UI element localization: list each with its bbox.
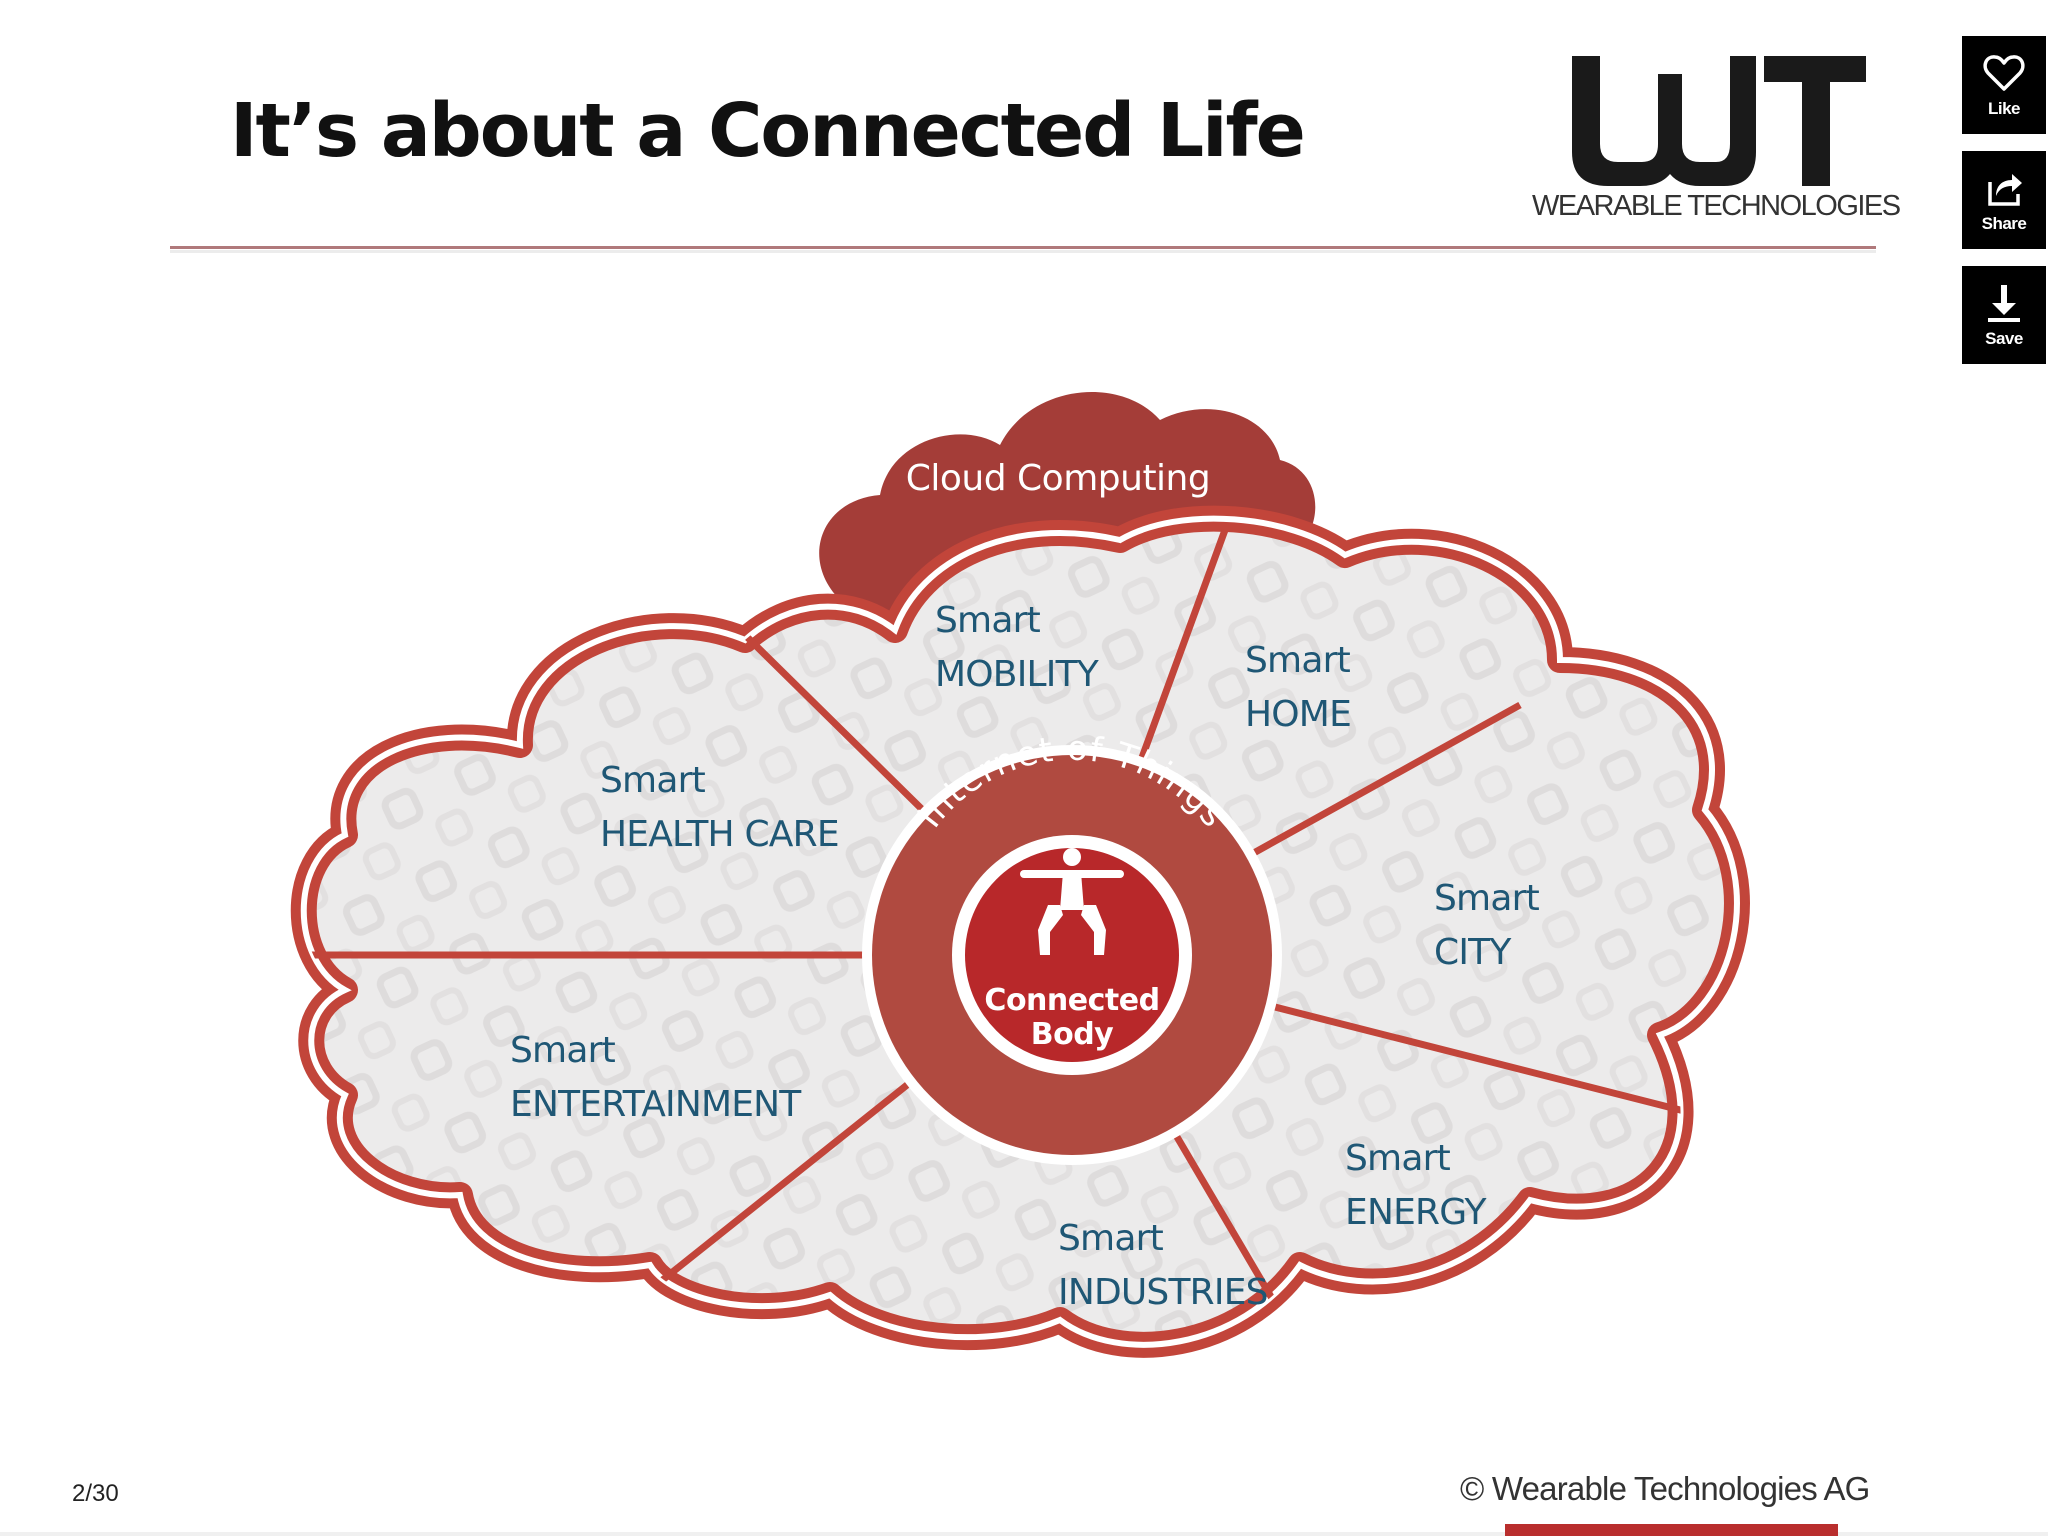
copyright-text: © Wearable Technologies AG — [1460, 1470, 1870, 1507]
segment-home-line1: Smart — [1245, 640, 1351, 681]
center-label-line1: Connected — [984, 983, 1159, 1018]
connected-body-core — [965, 848, 1179, 1062]
header-divider-shadow — [170, 250, 1876, 253]
share-button[interactable]: Share — [1962, 151, 2046, 249]
cloud-computing-label: Cloud Computing — [906, 458, 1210, 499]
segment-entertainment-line2: ENTERTAINMENT — [510, 1084, 802, 1125]
share-icon — [1988, 174, 2022, 206]
segment-industries-line1: Smart — [1058, 1218, 1164, 1259]
segment-city-line2: CITY — [1434, 932, 1512, 973]
segment-industries-line2: INDUSTRIES — [1058, 1272, 1268, 1313]
segment-mobility-line1: Smart — [935, 600, 1041, 641]
share-label: Share — [1981, 214, 2027, 233]
slide-title: It’s about a Connected Life — [230, 88, 1306, 174]
segment-mobility-line2: MOBILITY — [935, 654, 1100, 695]
like-label: Like — [1987, 99, 2021, 118]
segment-healthcare-line1: Smart — [600, 760, 706, 801]
heart-icon — [1983, 55, 2025, 91]
center-label-line2: Body — [1031, 1017, 1114, 1052]
save-button[interactable]: Save — [1962, 266, 2046, 364]
like-button[interactable]: Like — [1962, 36, 2046, 134]
segment-healthcare-line2: HEALTH CARE — [600, 814, 839, 855]
save-label: Save — [1985, 329, 2023, 348]
segment-entertainment-line1: Smart — [510, 1030, 616, 1071]
person-figure-icon — [1020, 848, 1124, 955]
segment-city-line1: Smart — [1434, 878, 1540, 919]
header-divider — [170, 246, 1876, 249]
segment-energy-line1: Smart — [1345, 1138, 1451, 1179]
logo-text: WEARABLE TECHNOLOGIES — [1532, 190, 1901, 222]
footer-accent-bar — [1505, 1524, 1838, 1536]
side-action-bar: Like Share Save — [1962, 36, 2048, 381]
segment-home-line2: HOME — [1245, 694, 1351, 735]
page-indicator: 2/30 — [72, 1480, 119, 1507]
segment-energy-line2: ENERGY — [1345, 1192, 1488, 1233]
download-icon — [1988, 285, 2020, 322]
wt-logo — [1572, 56, 1866, 186]
footer-shadow — [0, 1532, 2048, 1536]
